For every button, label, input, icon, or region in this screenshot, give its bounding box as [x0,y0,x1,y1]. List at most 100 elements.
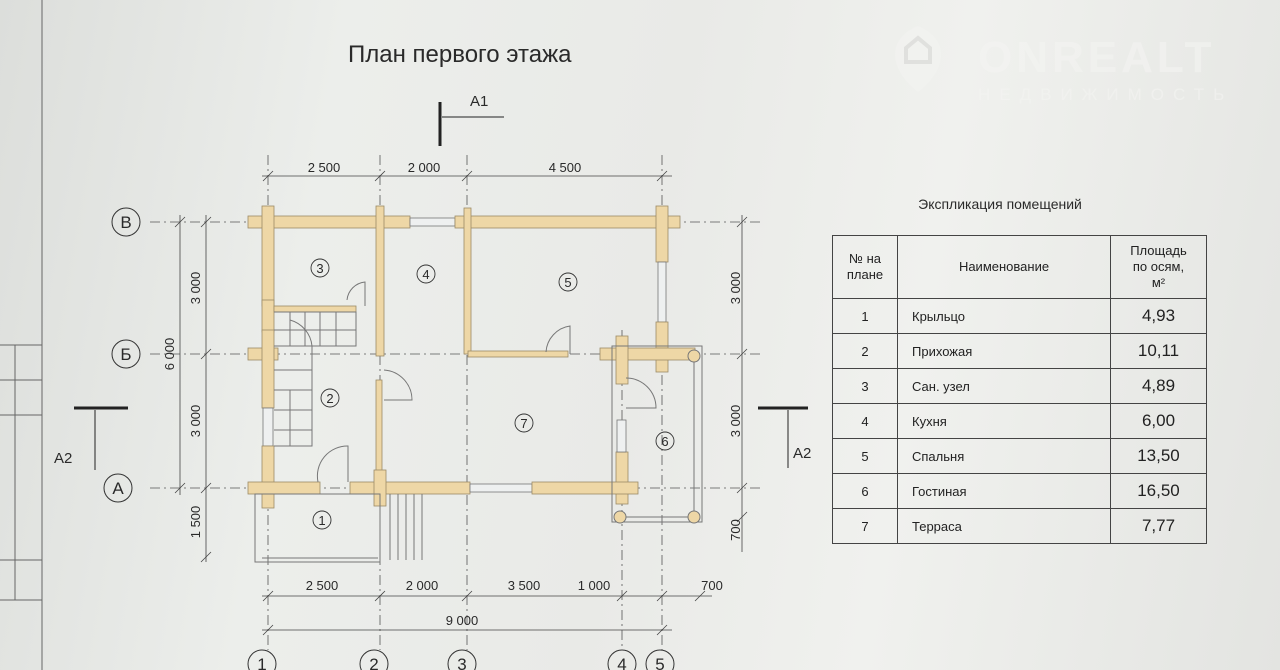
row-num: 6 [832,473,898,509]
watermark-logo: ONREALT НЕДВИЖИМОСТЬ [895,26,1233,104]
svg-text:A2: A2 [54,450,72,467]
axis-bubble-v: В [111,207,141,237]
row-area: 4,89 [1110,368,1207,404]
header-name: Наименование [897,235,1111,299]
svg-text:ONREALT: ONREALT [978,33,1215,82]
row-name: Крыльцо [897,298,1111,334]
grid-axes [150,155,760,650]
svg-text:2 500: 2 500 [306,578,339,593]
svg-text:6: 6 [661,434,668,449]
room-number-5: 5 [558,272,578,292]
svg-text:2 000: 2 000 [406,578,439,593]
svg-text:2: 2 [369,655,378,670]
stairs [274,311,357,447]
svg-text:5: 5 [655,655,664,670]
row-area: 16,50 [1110,473,1207,509]
room-number-1: 1 [312,510,332,530]
row-name: Кухня [897,403,1111,439]
dimension-right: 3 000 3 000 700 [728,215,748,552]
svg-text:1: 1 [257,655,266,670]
svg-text:3 000: 3 000 [188,272,203,305]
room-number-6: 6 [655,431,675,451]
svg-text:4: 4 [617,655,626,670]
row-num: 7 [832,508,898,544]
section-mark-a2-left: A2 [54,406,128,470]
room-number-4: 4 [416,264,436,284]
row-num: 5 [832,438,898,474]
row-name: Прихожая [897,333,1111,369]
axis-bubble-1: 1 [247,649,277,670]
room-number-7: 7 [514,413,534,433]
svg-text:2 500: 2 500 [308,160,341,175]
svg-text:700: 700 [728,519,743,541]
row-area: 7,77 [1110,508,1207,544]
dimension-top: 2 500 2 000 4 500 [262,160,672,182]
row-area: 13,50 [1110,438,1207,474]
svg-text:А: А [112,479,124,498]
header-area: Площадь по осям, м² [1110,235,1207,299]
axis-bubble-b: Б [111,339,141,369]
axis-bubble-a: А [103,473,133,503]
svg-text:6 000: 6 000 [162,338,177,371]
svg-text:В: В [120,213,131,232]
svg-text:A2: A2 [793,445,811,462]
row-name: Спальня [897,438,1111,474]
svg-text:3: 3 [316,261,323,276]
row-num: 4 [832,403,898,439]
explication-title: Экспликация помещений [918,196,1082,212]
svg-text:3: 3 [457,655,466,670]
svg-text:1 500: 1 500 [188,506,203,539]
svg-text:1: 1 [318,513,325,528]
svg-text:3 000: 3 000 [728,405,743,438]
row-name: Гостиная [897,473,1111,509]
svg-text:2 000: 2 000 [408,160,441,175]
table-header: № на плане Наименование Площадь по осям,… [832,235,1207,299]
walls [247,205,696,509]
svg-text:1 000: 1 000 [578,578,611,593]
svg-text:2: 2 [326,391,333,406]
svg-text:700: 700 [701,578,723,593]
svg-text:5: 5 [564,275,571,290]
header-area-line2: по осям, [1132,259,1185,274]
row-area: 4,93 [1110,298,1207,334]
header-num: № на плане [832,235,898,299]
title-block-frame [0,0,43,670]
svg-text:7: 7 [520,416,527,431]
svg-text:НЕДВИЖИМОСТЬ: НЕДВИЖИМОСТЬ [978,85,1233,104]
header-area-line1: Площадь [1130,243,1187,258]
row-num: 3 [832,368,898,404]
plan-title: План первого этажа [348,41,572,68]
dimension-left: 6 000 3 000 3 000 1 500 [162,215,212,563]
row-area: 10,11 [1110,333,1207,369]
doors [316,281,657,483]
svg-text:Б: Б [120,345,131,364]
row-num: 1 [832,298,898,334]
axis-bubble-5: 5 [645,649,675,670]
header-area-unit: м² [1151,275,1166,290]
porch [254,493,423,563]
svg-text:3 500: 3 500 [508,578,541,593]
row-name: Сан. узел [897,368,1111,404]
dimension-bottom: 2 500 2 000 3 500 1 000 700 9 000 [262,578,723,636]
room-number-3: 3 [310,258,330,278]
section-mark-a2-right: A2 [758,406,811,468]
row-area: 6,00 [1110,403,1207,439]
axis-bubble-4: 4 [607,649,637,670]
svg-text:3 000: 3 000 [188,405,203,438]
room-number-2: 2 [320,388,340,408]
row-num: 2 [832,333,898,369]
axis-bubble-3: 3 [447,649,477,670]
section-mark-a1: A1 [438,93,504,146]
svg-text:9 000: 9 000 [446,613,479,628]
row-name: Терраса [897,508,1111,544]
terrace-outline [611,345,703,524]
svg-text:4 500: 4 500 [549,160,582,175]
axis-bubble-2: 2 [359,649,389,670]
